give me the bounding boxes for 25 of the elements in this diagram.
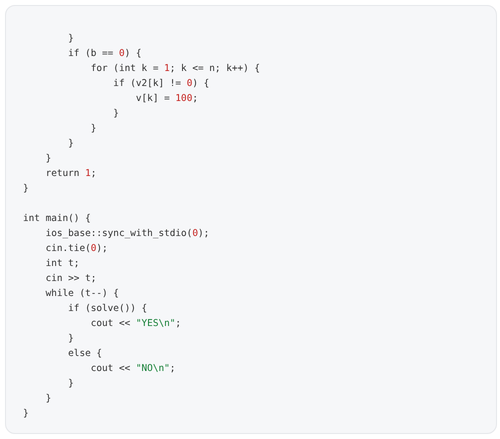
code-line: if (b == 0) { — [67, 47, 142, 60]
code-line: cin >> t; — [44, 272, 96, 285]
code-line: cin.tie(0); — [44, 242, 108, 255]
code-line: cout << "NO\n"; — [90, 362, 176, 375]
code-line: } — [23, 182, 29, 195]
code-line: } — [67, 332, 74, 345]
code-line: } — [112, 107, 119, 120]
code-line: } — [67, 137, 74, 150]
code-line: ios_base::sync_with_stdio(0); — [44, 227, 210, 240]
code-line: if (v2[k] != 0) { — [112, 77, 210, 90]
code-line: } — [44, 392, 52, 405]
code-line: int main() { — [23, 212, 91, 225]
code-line: } — [90, 122, 96, 135]
code-line: } — [67, 32, 74, 45]
code-line: } — [23, 407, 29, 420]
code-line: cout << "YES\n"; — [90, 317, 182, 330]
code-line: } — [67, 377, 74, 390]
code-line: for (int k = 1; k <= n; k++) { — [90, 62, 260, 75]
code-line: if (solve()) { — [67, 302, 148, 315]
code-line: v[k] = 100; — [134, 92, 198, 105]
code-line: return 1; — [44, 167, 96, 180]
code-line: } — [44, 152, 52, 165]
code-line: while (t--) { — [44, 287, 119, 300]
code-line: else { — [67, 347, 102, 360]
code-line: int t; — [44, 257, 80, 270]
